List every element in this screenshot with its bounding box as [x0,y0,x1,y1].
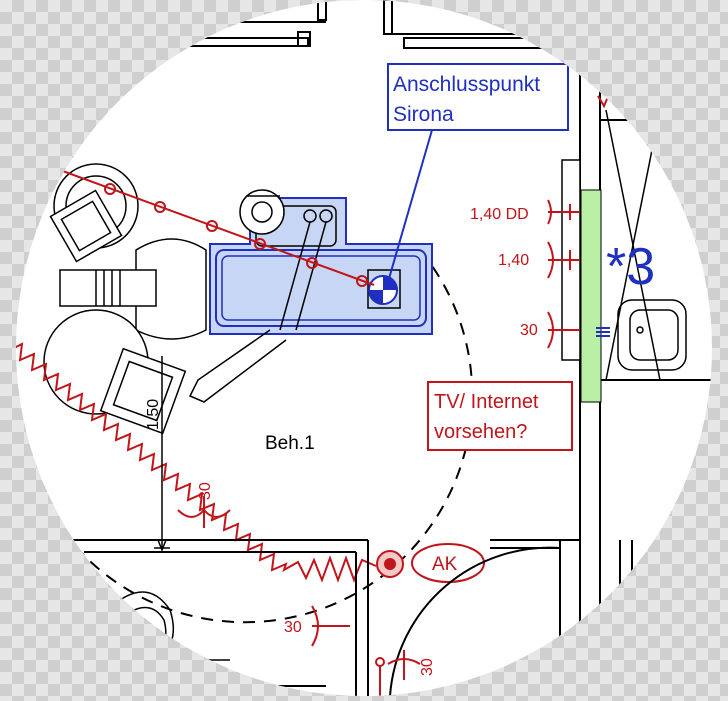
outlet-label-6: 30 [419,658,436,676]
anschluss-line1: Anschlusspunkt [393,73,540,96]
dimension-label: 1.50 [145,399,162,430]
outlet-group-4 [177,496,231,528]
sink-room [605,109,687,381]
outlet-label-3: 30 [520,322,538,339]
red-zigzag [16,342,377,583]
lower-walls [70,539,633,696]
circular-vignette [16,0,712,696]
green-panel [580,189,602,403]
plan-content: *3 1,40 DD 1,40 30 [16,0,712,696]
outlet-label-5: 30 [284,619,302,636]
anschluss-callout [387,63,569,283]
outlet-label-4: 30 [197,482,214,500]
outlet-label-1: 1,40 DD [470,206,529,223]
dimension-line [154,356,170,553]
dashed-arc [69,249,474,624]
outlet-group-5 [311,605,350,647]
ak-symbol [376,543,485,583]
outlet-group-2 [547,241,580,279]
star-three-label: *3 [606,238,655,296]
outlet-label-2: 1,40 [498,252,529,269]
red-route [59,169,375,287]
outlet-group-1 [547,199,580,225]
tv-line2: vorsehen? [434,421,527,443]
outlet-group-3 [547,311,610,349]
room-label: Beh.1 [265,433,315,454]
tv-callout-box [427,381,573,451]
connection-point-symbol [367,269,401,309]
tv-line1: TV/ Internet [434,391,539,413]
ak-label: AK [432,554,458,575]
outlet-group-6 [375,650,421,696]
anschluss-line2: Sirona [393,103,454,126]
